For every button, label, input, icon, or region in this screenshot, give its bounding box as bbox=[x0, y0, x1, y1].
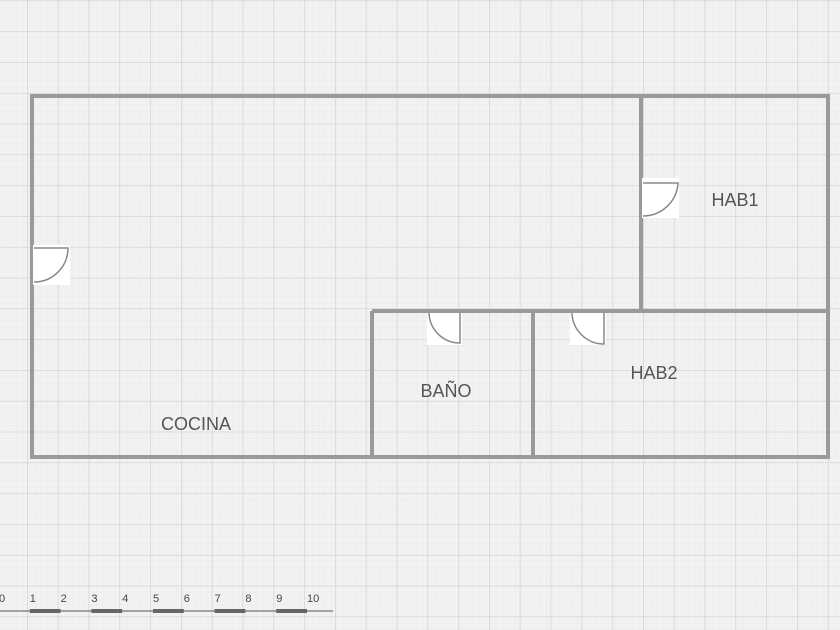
scale-label: 8 bbox=[245, 593, 251, 605]
scale-bar: 0 1 2 3 4 5 6 7 8 9 10 bbox=[0, 593, 333, 613]
door-hab1[interactable] bbox=[642, 178, 679, 218]
scale-label: 4 bbox=[122, 593, 128, 605]
outer-wall bbox=[30, 94, 830, 459]
door-entrance[interactable] bbox=[33, 245, 70, 285]
scale-label: 6 bbox=[184, 593, 190, 605]
room-label-bano: BAÑO bbox=[420, 380, 471, 401]
room-label-hab2: HAB2 bbox=[630, 363, 677, 383]
scale-segment bbox=[29, 609, 61, 613]
scale-segment bbox=[153, 609, 184, 613]
scale-label: 7 bbox=[215, 593, 221, 605]
scale-label: 1 bbox=[30, 593, 36, 605]
scale-segment bbox=[276, 609, 307, 613]
door-bano[interactable] bbox=[427, 312, 462, 345]
door-hab2[interactable] bbox=[570, 312, 606, 345]
scale-segment bbox=[91, 609, 123, 613]
scale-label: 10 bbox=[307, 593, 319, 605]
walls bbox=[30, 94, 830, 459]
scale-label: 3 bbox=[91, 593, 97, 605]
scale-label: 2 bbox=[61, 593, 67, 605]
room-label-hab1: HAB1 bbox=[711, 190, 758, 210]
room-label-cocina: COCINA bbox=[161, 414, 231, 434]
scale-label: 5 bbox=[153, 593, 159, 605]
scale-segment bbox=[214, 609, 246, 613]
scale-label: 0 bbox=[0, 593, 5, 605]
scale-label: 9 bbox=[276, 593, 282, 605]
